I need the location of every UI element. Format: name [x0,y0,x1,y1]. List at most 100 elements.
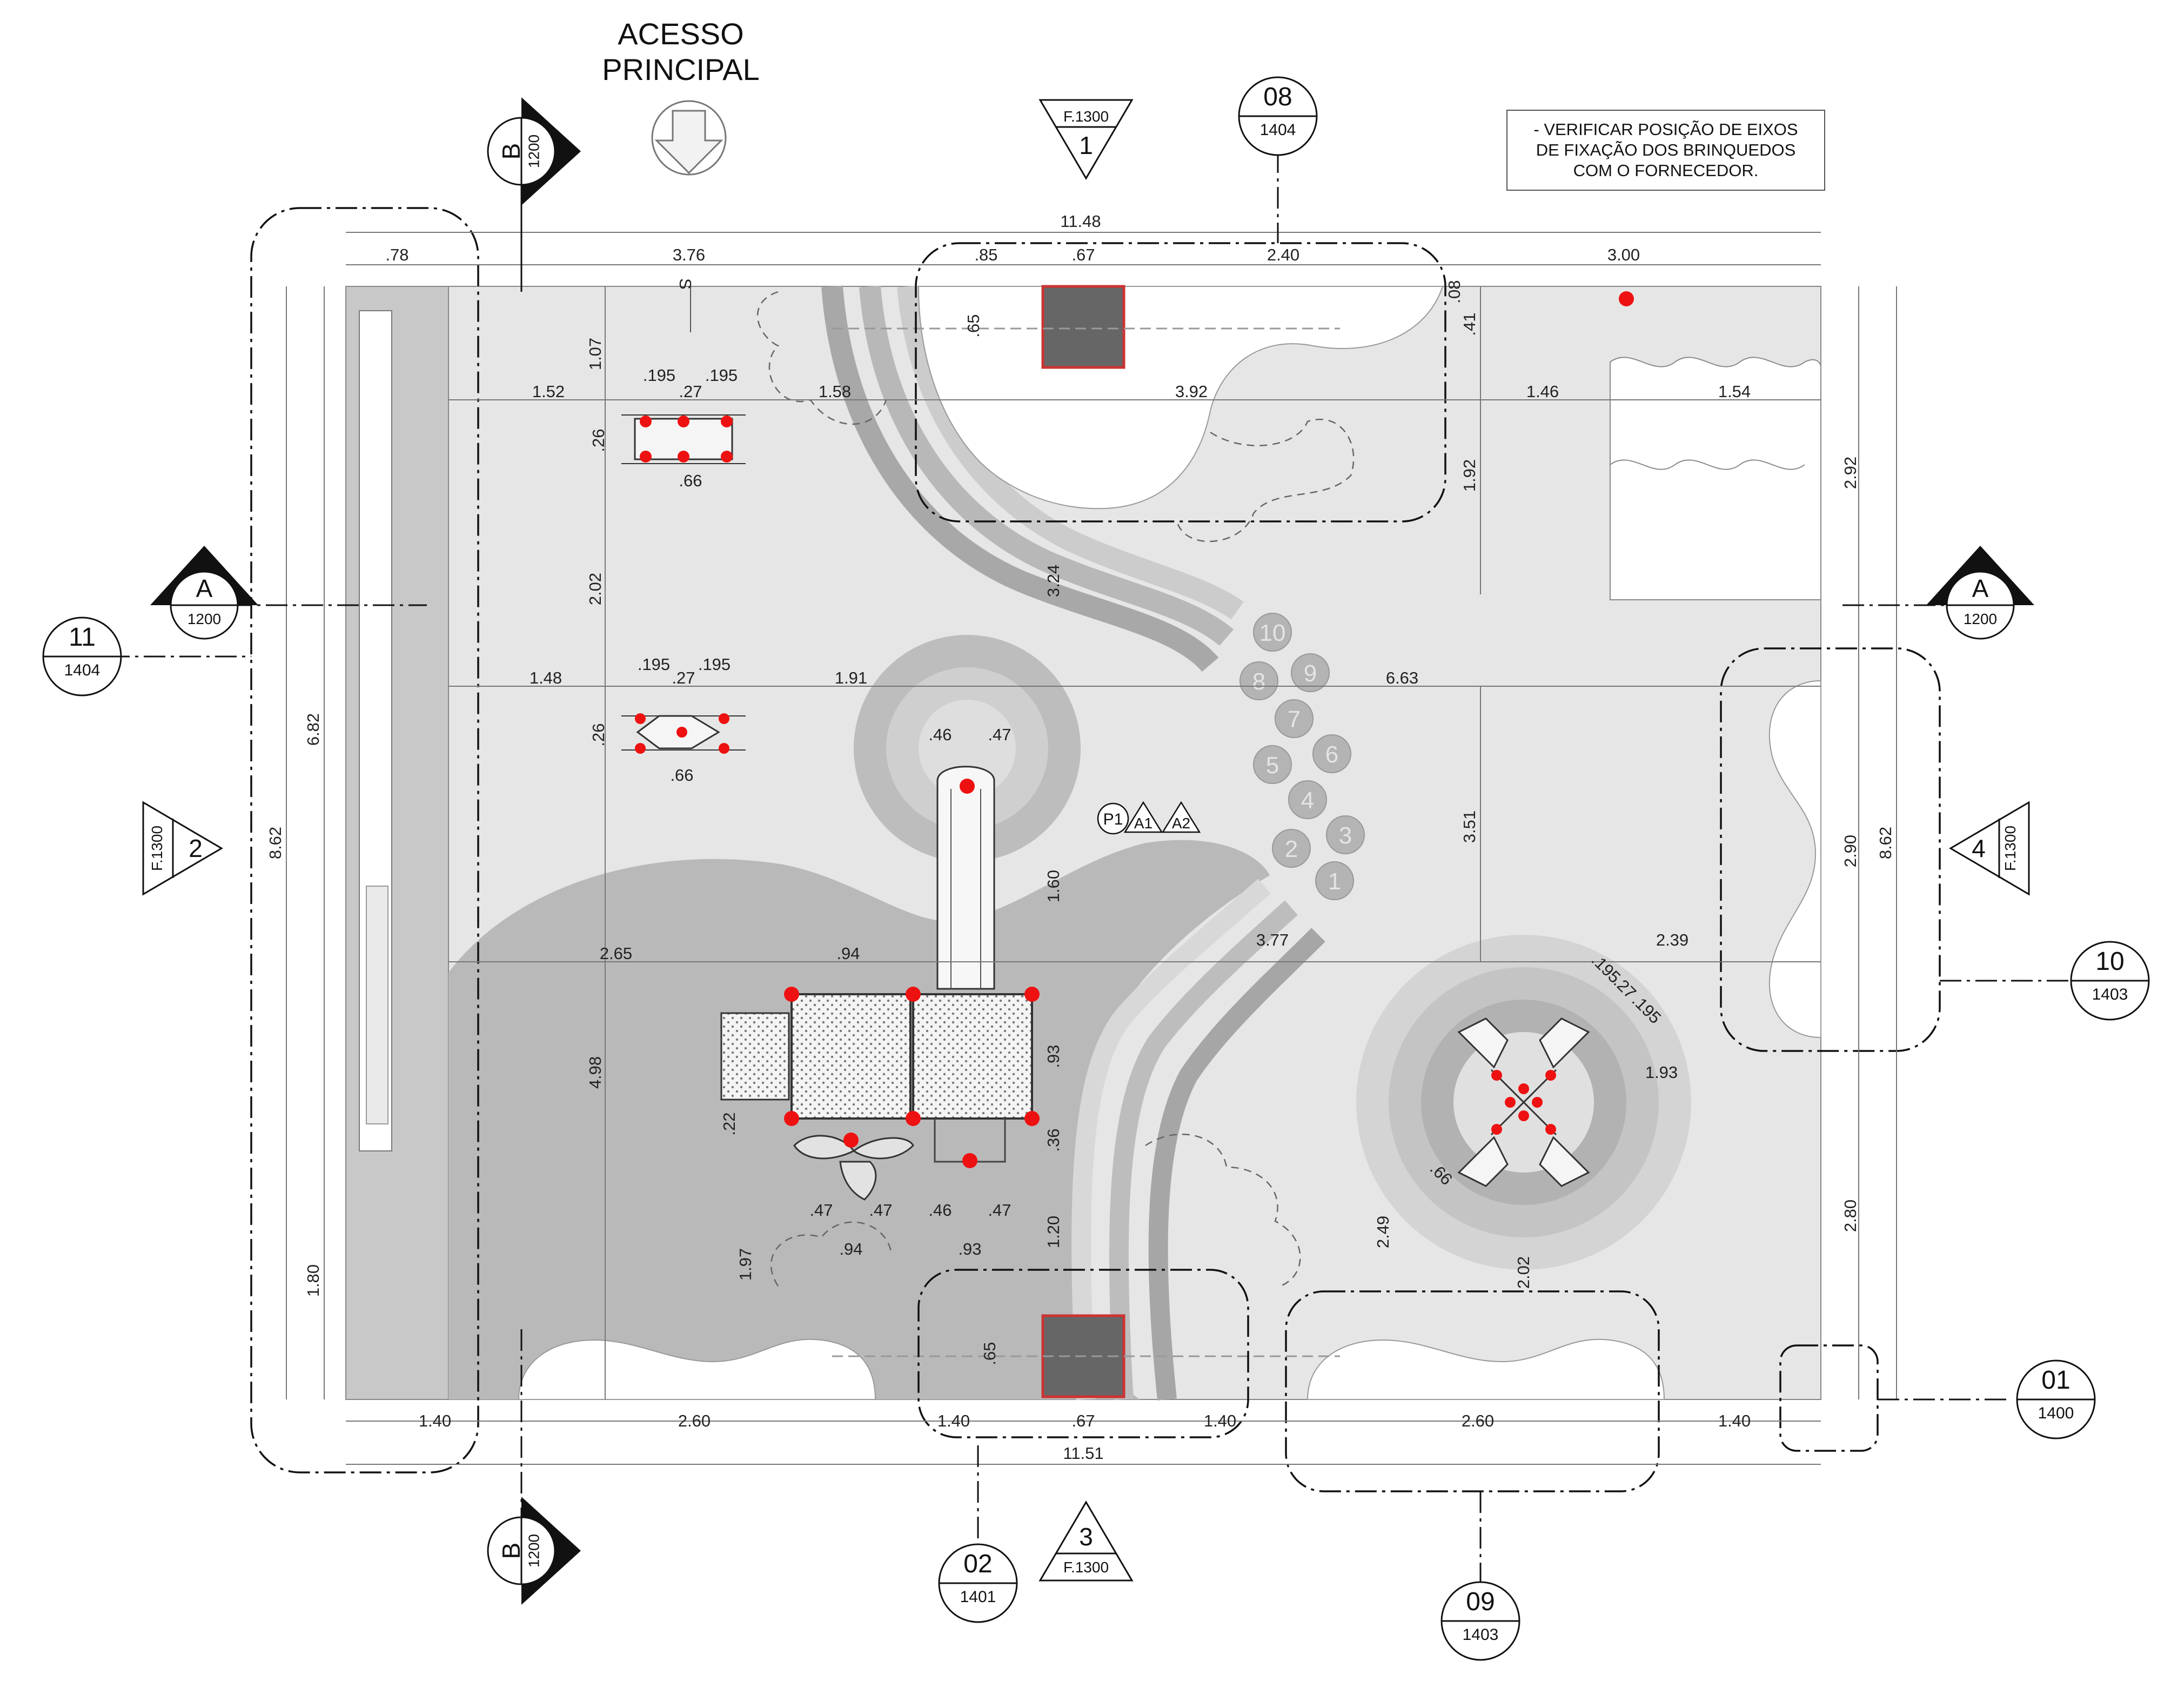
section-a-right-letter: A [1972,574,1989,602]
dim-v202-right: 2.02 [1514,1256,1533,1289]
curved-bands [821,285,1325,1401]
dim-h191: 1.91 [835,668,867,687]
anchor-points [635,291,1634,1168]
tree-planter-top [1041,285,1125,369]
section-marker-a-right: A 1200 [1926,546,2034,640]
dim-h047: .47 [988,725,1011,744]
note-line-3: COM O FORNECEDOR. [1573,161,1759,180]
elevation-2-number: 2 [189,834,203,862]
dim-h265: 2.65 [600,944,632,963]
sand-area-right [1768,680,1821,1039]
callout-11-sheet: 1404 [64,661,100,679]
dim-h046: .46 [928,725,952,744]
access-line-1: ACESSO [618,17,744,51]
dim-h047a: .47 [809,1201,833,1220]
section-b-bottom-letter: B [497,1543,525,1559]
dim-h066b: .66 [670,766,693,785]
dim-h663: 6.63 [1386,668,1418,687]
dim-top-a: .78 [385,245,408,264]
dim-v026b: .26 [589,723,608,746]
callout-10-number: 10 [2095,947,2124,976]
hop-9: 9 [1304,660,1317,687]
dim-bot-total: 11.51 [1063,1444,1103,1463]
dim-h152: 1.52 [532,382,565,401]
tag-a1: A1 [1134,815,1152,832]
dim-bot-c: 1.40 [937,1411,970,1430]
dim-v065-bottom: .65 [980,1342,999,1365]
dim-h027a: .27 [679,382,702,401]
dim-v022: .22 [720,1112,739,1135]
callout-11-number: 11 [69,623,96,652]
dim-left-total: 8.62 [266,827,285,859]
dim-h154: 1.54 [1718,382,1751,401]
note-line-2: DE FIXAÇÃO DOS BRINQUEDOS [1536,140,1796,159]
dim-right-total: 8.62 [1876,827,1895,859]
dim-bot-d: .67 [1071,1411,1095,1430]
dim-v065-top: .65 [964,314,983,337]
callout-02-sheet: 1401 [960,1588,996,1606]
leaf-ornament [793,1135,914,1201]
stair-mark: S [676,278,695,290]
shade-canopy [1610,357,1821,600]
dim-v008: .08 [1445,280,1464,303]
slide [936,766,995,990]
section-a-left-sheet: 1200 [187,611,221,627]
elevation-1-number: 1 [1079,131,1093,159]
elevation-3-number: 3 [1079,1523,1093,1551]
hop-6: 6 [1325,741,1338,768]
dim-v197: 1.97 [736,1248,755,1281]
dim-bot-f: 2.60 [1462,1411,1494,1430]
dim-bot-e: 1.40 [1204,1411,1236,1430]
access-arrow-icon [651,100,727,176]
dimension-texts: 11.48 .78 3.76 .85 .67 2.40 3.00 1.40 2.… [266,212,1895,1463]
dim-h392: 3.92 [1175,382,1208,401]
dim-bot-a: 1.40 [419,1411,451,1430]
callout-09-sheet: 1403 [1463,1626,1499,1644]
section-b-top-letter: B [497,143,525,160]
callout-08: 08 1404 [1238,76,1318,156]
bench-inner [366,886,388,1124]
elevation-marker-1: F.1300 1 [1038,99,1134,180]
hopscotch: 1 2 3 4 5 6 7 8 9 10 [1239,613,1365,900]
dim-v249: 2.49 [1373,1216,1392,1248]
elevation-4-number: 4 [1972,834,1986,862]
dim-right-c: 2.80 [1841,1200,1860,1232]
dim-h377: 3.77 [1256,930,1289,949]
dim-h046b: .46 [928,1201,952,1220]
dim-v192: 1.92 [1460,459,1479,492]
callout-02: 02 1401 [938,1543,1018,1623]
dim-h093-bottom: .93 [958,1240,981,1258]
dimension-lines [286,232,1897,1465]
sand-area-bottom-left [518,1338,876,1400]
dim-top-e: 2.40 [1267,245,1299,264]
section-a-left-letter: A [196,574,213,602]
tag-p1: P1 [1103,811,1123,828]
dim-top-f: 3.00 [1607,245,1640,264]
dim-h193: 1.93 [1645,1063,1678,1082]
section-marker-b-top: B 1200 [487,97,581,205]
dim-v026a: .26 [589,428,608,452]
callout-08-number: 08 [1263,83,1292,111]
dim-h195d: .195 [698,655,731,674]
supplier-note: - VERIFICAR POSIÇÃO DE EIXOS DE FIXAÇÃO … [1506,110,1825,191]
hop-10: 10 [1259,620,1286,646]
dim-left-a: 6.82 [304,713,323,746]
elevation-marker-4: 4 F.1300 [1949,801,2030,896]
callout-02-number: 02 [963,1550,992,1578]
section-a-right-sheet: 1200 [1964,611,1997,627]
dim-v093: .93 [1044,1044,1063,1068]
dim-h047c: .47 [988,1201,1011,1220]
callout-01-number: 01 [2041,1366,2070,1395]
dim-h195c: .195 [638,655,670,674]
carousel-seats [1457,1017,1590,1187]
play-platform-right [912,993,1033,1120]
elevation-4-sheet: F.1300 [2002,826,2019,871]
detail-boundaries [250,207,1941,1492]
callout-01-sheet: 1400 [2038,1404,2074,1422]
dim-h094-bottom: .94 [839,1240,862,1258]
hop-7: 7 [1288,706,1301,733]
section-marker-b-bottom: B 1200 [487,1497,581,1605]
callout-09: 09 1403 [1440,1581,1520,1661]
dim-h195b: .195 [705,366,738,385]
